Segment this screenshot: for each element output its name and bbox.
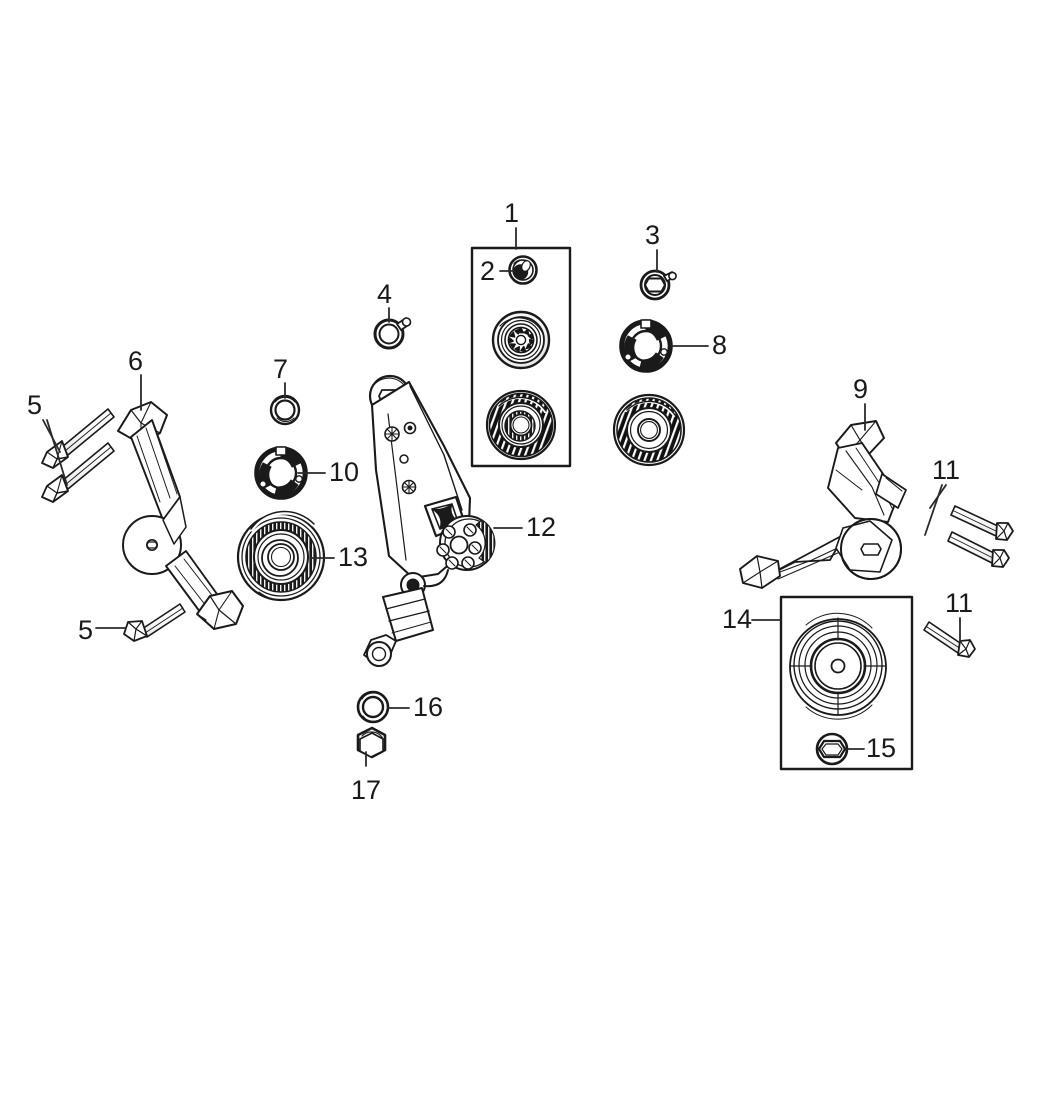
part-1-dark-isolator xyxy=(485,389,557,461)
callout-label-2[interactable]: 2 xyxy=(480,256,496,286)
part-15-hex-nut-small xyxy=(815,732,849,766)
part-5-hex-flange-bolt-b xyxy=(41,442,115,503)
part-16-flat-washer xyxy=(356,690,390,724)
callout-label-13[interactable]: 13 xyxy=(338,542,369,572)
part-3-ring-clamp xyxy=(639,269,677,301)
callout-label-11a[interactable]: 11 xyxy=(932,455,961,485)
part-2-small-stud-bushing xyxy=(508,255,538,285)
leader-11a-2 xyxy=(924,484,943,536)
part-9-engine-mount-bracket-right xyxy=(739,420,907,589)
callout-label-15[interactable]: 15 xyxy=(866,733,897,763)
callout-label-16[interactable]: 16 xyxy=(413,692,444,722)
part-11-hex-flange-bolt-c xyxy=(923,621,976,658)
callout-label-6[interactable]: 6 xyxy=(128,346,144,376)
part-17-hex-nut xyxy=(356,726,387,759)
callout-label-10[interactable]: 10 xyxy=(329,457,360,487)
part-13-large-isolator-bushing xyxy=(236,510,326,602)
part-10-retainer-plate xyxy=(254,446,308,500)
leader-5a-2 xyxy=(46,419,68,486)
dark-isolator-right xyxy=(612,393,686,467)
callout-label-14[interactable]: 14 xyxy=(722,604,753,634)
part-6-engine-mount-bracket-left xyxy=(117,401,244,630)
callout-label-17[interactable]: 17 xyxy=(351,775,382,805)
part-11-hex-flange-bolt-a xyxy=(950,505,1014,541)
part-14-transmission-mount xyxy=(789,612,887,720)
leader-lines xyxy=(42,227,961,767)
callout-label-4[interactable]: 4 xyxy=(377,279,393,309)
callout-label-7[interactable]: 7 xyxy=(273,354,289,384)
callout-label-1[interactable]: 1 xyxy=(504,198,520,228)
part-5-hex-flange-bolt-a xyxy=(41,408,115,469)
callout-label-3[interactable]: 3 xyxy=(645,220,661,250)
part-1-splined-isolator xyxy=(491,310,551,370)
callout-label-9[interactable]: 9 xyxy=(853,374,869,404)
part-8-retainer-plate xyxy=(619,319,673,373)
part-11-hex-flange-bolt-b xyxy=(947,531,1010,568)
callout-label-12[interactable]: 12 xyxy=(526,512,557,542)
part-12-torque-strut-damper-assembly xyxy=(363,374,496,667)
callout-label-8[interactable]: 8 xyxy=(712,330,728,360)
callout-label-5a[interactable]: 5 xyxy=(27,390,43,420)
part-7-small-washer xyxy=(269,394,301,426)
callout-label-5b[interactable]: 5 xyxy=(78,615,94,645)
part-4-ring-clamp xyxy=(373,317,412,350)
callout-label-11b[interactable]: 11 xyxy=(945,588,974,618)
part-5-hex-flange-bolt-c xyxy=(123,603,186,642)
